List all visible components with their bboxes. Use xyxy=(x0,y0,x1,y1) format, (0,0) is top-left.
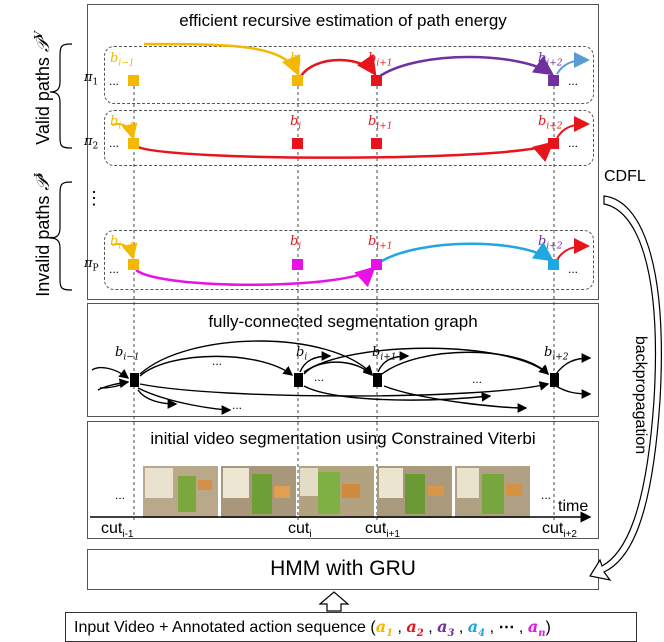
input-suffix: ) xyxy=(545,619,551,636)
row1-arc-yellow xyxy=(143,42,301,77)
graph-nodes xyxy=(130,373,559,387)
action-n: an xyxy=(527,617,546,640)
b-cur-label-row2: bi xyxy=(290,114,302,132)
path-box-1 xyxy=(104,46,594,104)
action-separator: , xyxy=(514,619,528,636)
segmentation-graph-title: fully-connected segmentation graph xyxy=(208,312,478,331)
vertical-ellipsis: ⋮ xyxy=(85,188,103,208)
row2-arc-red xyxy=(135,141,554,162)
action-separator: , xyxy=(393,619,407,636)
action-ellipsis: ⋯ xyxy=(498,619,515,636)
path2-ellipsis-left: ... xyxy=(109,136,120,150)
pi-2-label: π2 xyxy=(84,134,99,152)
pathp-ellipsis-right: ... xyxy=(568,262,579,276)
graph-b-cur: bi xyxy=(296,345,308,363)
video-segmentation-title: initial video segmentation using Constra… xyxy=(150,429,536,448)
graph-b-next: bi+1 xyxy=(372,345,397,363)
hmm-gru-label: HMM with GRU xyxy=(270,557,416,580)
cdfl-backprop-arrow xyxy=(589,195,662,581)
b-next2-label-rowp: bi+2 xyxy=(538,234,563,252)
pathp-ellipsis-left: ... xyxy=(109,262,120,276)
path-energy-title: efficient recursive estimation of path e… xyxy=(179,11,507,30)
rowp-arc-red-out xyxy=(556,238,590,261)
segmentation-graph-panel: fully-connected segmentation graph xyxy=(87,303,599,417)
path1-ellipsis-left: ... xyxy=(109,74,120,88)
b-next-label-row2: bi+1 xyxy=(368,114,393,132)
graph-ellipsis-4: ... xyxy=(314,370,325,384)
graph-b-prev: bi−1 xyxy=(115,345,140,363)
cut-label-3: cuti+1 xyxy=(365,520,400,541)
graph-ellipsis-2: ... xyxy=(472,372,483,386)
valid-brace xyxy=(49,43,73,149)
action-separator: , xyxy=(454,619,468,636)
graph-ellipsis-1: ... xyxy=(212,354,223,368)
input-prefix: Input Video + Annotated action sequence … xyxy=(74,619,376,636)
row1-arc-blue xyxy=(556,52,590,75)
cut-dashed-lines xyxy=(133,80,555,520)
video-frames xyxy=(143,466,530,518)
action-4: a4 xyxy=(467,617,486,640)
hmm-gru-box: HMM with GRU xyxy=(87,549,599,590)
action-separator: , xyxy=(485,619,499,636)
invalid-brace xyxy=(49,181,73,291)
graph-b-next2: bi+2 xyxy=(544,345,569,363)
time-label: time xyxy=(558,498,589,515)
row2-arc-red-out xyxy=(556,116,590,139)
path1-ellipsis-right: ... xyxy=(568,74,579,88)
b-next-label-rowp: bi+1 xyxy=(368,234,393,252)
path-box-p xyxy=(104,230,594,290)
cdfl-label: CDFL xyxy=(604,168,646,185)
action-separator: , xyxy=(423,619,438,636)
action-2: a2 xyxy=(406,617,424,640)
graph-ellipsis-3: ... xyxy=(232,398,243,412)
action-1: a1 xyxy=(375,617,394,640)
b-prev-label-row1: bi−1 xyxy=(110,51,135,69)
rowp-arc-yellow xyxy=(111,242,138,260)
up-arrow xyxy=(318,591,350,612)
row1-arc-red xyxy=(299,53,377,77)
path-box-2 xyxy=(104,110,594,166)
video-ellipsis-left: ... xyxy=(115,488,126,502)
path-nodes xyxy=(128,75,559,270)
graph-edges xyxy=(91,340,592,415)
cut-label-1: cuti-1 xyxy=(101,520,134,541)
video-ellipsis-right: ... xyxy=(541,488,552,502)
row2-arc-yellow xyxy=(111,122,138,140)
pi-p-label: πP xyxy=(84,256,99,274)
rowp-arc-magenta xyxy=(135,266,376,288)
cut-label-2: cuti xyxy=(288,520,312,541)
action-sequence: a1 , a2 , a3 , a4 , ⋯ , an xyxy=(375,617,546,640)
rowp-arc-blue xyxy=(379,241,555,264)
input-text: Input Video + Annotated action sequence … xyxy=(74,617,551,639)
b-cur-label-rowp: bi xyxy=(290,234,302,252)
b-next2-label-row2: bi+2 xyxy=(538,114,563,132)
path2-ellipsis-right: ... xyxy=(568,136,579,150)
action-3: a3 xyxy=(437,617,455,640)
cut-label-4: cuti+2 xyxy=(542,520,577,541)
row1-arc-purple xyxy=(379,55,555,78)
pi-1-label: π1 xyxy=(84,70,99,88)
